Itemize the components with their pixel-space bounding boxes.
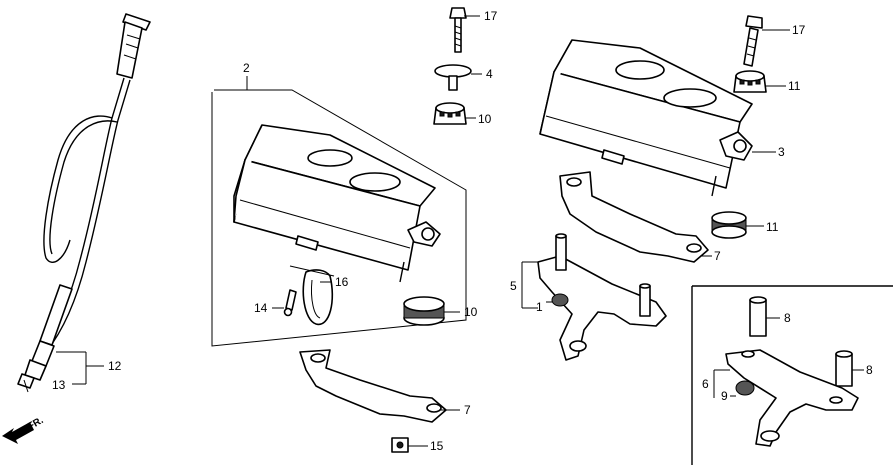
bracket-assembly-6 xyxy=(725,296,859,447)
washer-cap xyxy=(434,64,472,91)
grommet-mid-right xyxy=(711,211,747,239)
nut-15 xyxy=(391,437,409,453)
callout-11-top: 11 xyxy=(788,79,801,93)
callout-8-top: 8 xyxy=(784,311,791,325)
callout-12: 12 xyxy=(108,359,122,373)
callout-9: 9 xyxy=(721,389,728,403)
callout-8-bottom: 8 xyxy=(866,363,873,377)
callout-1: 1 xyxy=(536,300,543,314)
callout-7-right: 7 xyxy=(714,249,721,263)
callout-15: 15 xyxy=(430,439,444,453)
callout-7-lower: 7 xyxy=(464,403,471,417)
grommet-bottom-center xyxy=(403,296,445,326)
stay-bracket-right xyxy=(559,171,709,263)
grommet-top-right xyxy=(733,70,767,93)
grommet-top-center xyxy=(433,102,467,125)
callout-3: 3 xyxy=(778,145,785,159)
callout-10-bottom: 10 xyxy=(464,305,478,319)
leader-lines xyxy=(56,15,864,447)
callout-10-top: 10 xyxy=(478,112,492,126)
callout-17-right: 17 xyxy=(792,23,806,37)
callout-16: 16 xyxy=(335,275,349,289)
callout-13: 13 xyxy=(52,378,66,392)
callout-5: 5 xyxy=(510,279,517,293)
bracket-assembly-5 xyxy=(537,233,667,361)
callout-6: 6 xyxy=(702,377,709,391)
callout-11-mid: 11 xyxy=(766,220,779,234)
speedometer-cable xyxy=(17,13,151,393)
bolt-center xyxy=(449,7,467,53)
callout-14: 14 xyxy=(254,301,268,315)
callout-17-center: 17 xyxy=(484,9,498,23)
stay-bracket-lower xyxy=(299,349,447,423)
front-direction-arrow: FR. xyxy=(2,415,46,444)
bolt-right xyxy=(743,15,763,67)
direction-label: FR. xyxy=(26,415,46,433)
callout-labels: 17 4 10 2 16 14 10 7 15 17 11 3 11 7 5 1… xyxy=(52,9,873,453)
speedometer-assembly-right xyxy=(539,39,753,197)
subassembly-boundary xyxy=(211,89,467,347)
speedometer-assembly-left xyxy=(233,124,441,325)
callout-2: 2 xyxy=(243,61,250,75)
callout-4: 4 xyxy=(486,67,493,81)
